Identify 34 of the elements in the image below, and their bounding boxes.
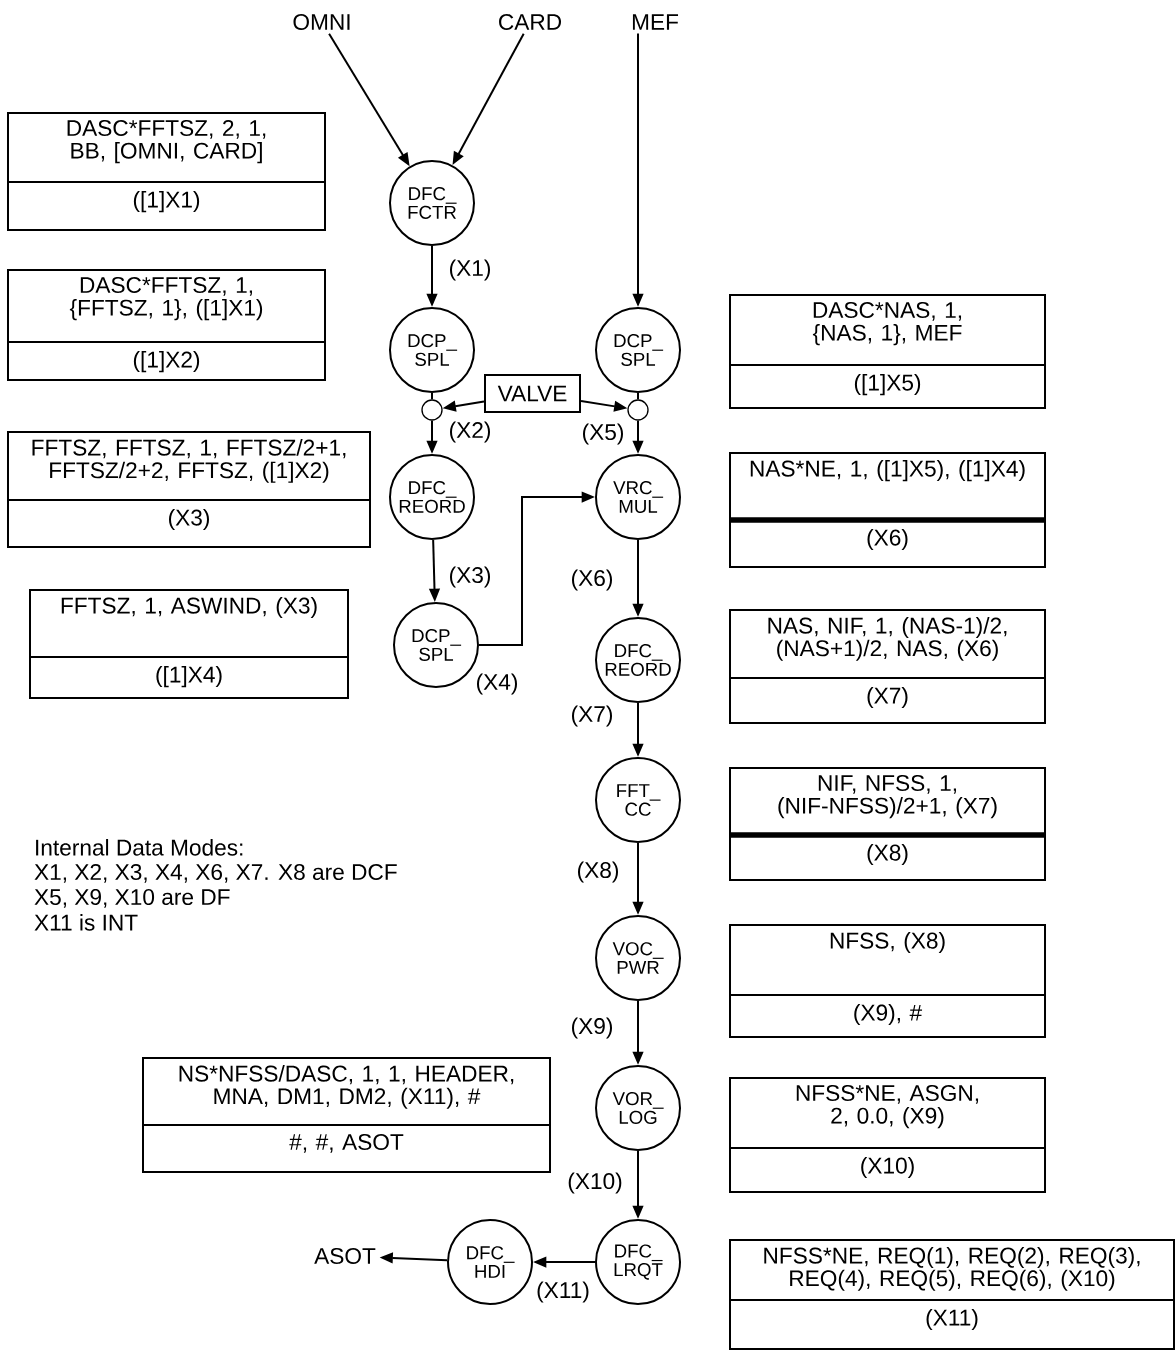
parameter-box: NFSS*NE, ASGN, 2, 0.0, (X9) (X10) xyxy=(729,1077,1046,1193)
input-label: ASOT xyxy=(314,1248,376,1265)
note-text: X1, X2, X3, X4, X6, X7. X8 are DCF xyxy=(34,864,397,883)
edge-label: (X7) xyxy=(572,705,612,727)
tap-circle xyxy=(627,399,649,421)
note-text: Internal Data Modes: xyxy=(36,839,243,856)
edge-label: (X6) xyxy=(572,569,612,591)
parameter-box: DASC*FFTSZ, 1, {FFTSZ, 1}, ([1]X1) ([1]X2) xyxy=(7,269,326,381)
parameter-box: NFSS, (X8) (X9), # xyxy=(729,924,1046,1038)
edge-label: (X4) xyxy=(477,673,517,695)
parameter-box: NIF, NFSS, 1, (NIF-NFSS)/2+1, (X7) (X8) xyxy=(729,767,1046,881)
edge-label: (X9) xyxy=(572,1017,612,1039)
input-label: MEF xyxy=(632,14,679,30)
parameter-box: NAS, NIF, 1, (NAS-1)/2, (NAS+1)/2, NAS, (X6) (X7) xyxy=(729,609,1046,724)
edge-label: (X10) xyxy=(568,1172,622,1194)
edge-label: (X2) xyxy=(450,421,490,443)
input-label: CARD xyxy=(499,13,562,31)
edge-label: (X11) xyxy=(537,1281,589,1303)
parameter-box: NS*NFSS/DASC, 1, 1, HEADER, MNA, DM1, DM2, (X11), # #, #, ASOT xyxy=(142,1057,551,1173)
edge-label: (X3) xyxy=(450,566,490,588)
parameter-box: DASC*NAS, 1, {NAS, 1}, MEF ([1]X5) xyxy=(729,294,1046,409)
edge-label: (X5) xyxy=(583,423,623,445)
parameter-box: FFTSZ, 1, ASWIND, (X3) ([1]X4) xyxy=(29,589,349,699)
valve-box: VALVE xyxy=(484,374,581,413)
note-text: X5, X9, X10 are DF xyxy=(34,889,230,908)
parameter-box: DASC*FFTSZ, 2, 1, BB, [OMNI, CARD] ([1]X1) xyxy=(7,112,326,231)
parameter-box: NFSS*NE, REQ(1), REQ(2), REQ(3), REQ(4), REQ(5), REQ(6), (X10) (X11) xyxy=(729,1239,1175,1350)
input-label: OMNI xyxy=(293,13,350,31)
tap-circle xyxy=(421,399,443,421)
edge-label: (X8) xyxy=(578,861,618,883)
parameter-box: FFTSZ, FFTSZ, 1, FFTSZ/2+1, FFTSZ/2+2, FFTSZ, ([1]X2) (X3) xyxy=(7,431,371,548)
edge-label: (X1) xyxy=(450,259,490,281)
note-text: X11 is INT xyxy=(34,914,138,931)
parameter-box: NAS*NE, 1, ([1]X5), ([1]X4) (X6) xyxy=(729,452,1046,568)
